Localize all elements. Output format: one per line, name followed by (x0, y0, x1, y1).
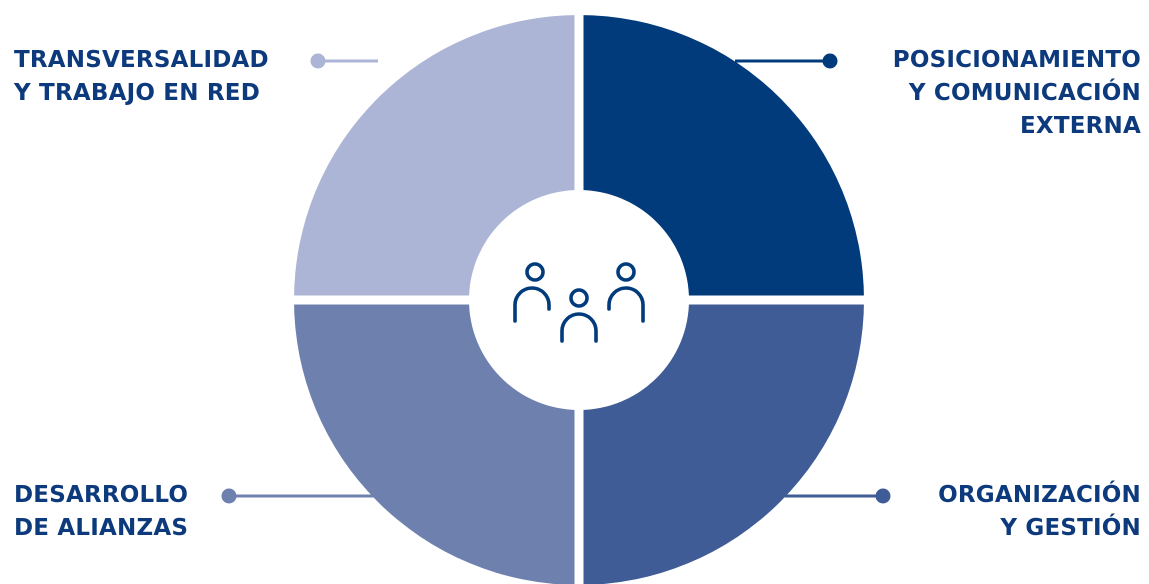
label-line: Y TRABAJO EN RED (14, 80, 260, 106)
connector-dot-bottom-right (875, 488, 891, 504)
center-circle (469, 190, 689, 410)
label-line: POSICIONAMIENTO (892, 47, 1141, 73)
label-line: DESARROLLO (14, 482, 189, 508)
label-line: DE ALIANZAS (14, 515, 189, 541)
label-organizacion: ORGANIZACIÓN Y GESTIÓN (938, 479, 1141, 545)
label-line: EXTERNA (1019, 113, 1141, 139)
connector-dot-top-right (822, 53, 838, 69)
connector-dot-bottom-left (221, 488, 237, 504)
label-line: ORGANIZACIÓN (938, 482, 1141, 508)
label-line: TRANSVERSALIDAD (14, 47, 269, 73)
people-group-icon (513, 262, 645, 343)
connector-dot-top-left (310, 53, 326, 69)
label-desarrollo: DESARROLLO DE ALIANZAS (14, 479, 188, 545)
label-posicionamiento: POSICIONAMIENTO Y COMUNICACIÓN EXTERNA (893, 44, 1141, 143)
label-line: Y GESTIÓN (1000, 515, 1141, 541)
label-line: Y COMUNICACIÓN (908, 80, 1141, 106)
label-transversalidad: TRANSVERSALIDAD Y TRABAJO EN RED (14, 44, 269, 110)
